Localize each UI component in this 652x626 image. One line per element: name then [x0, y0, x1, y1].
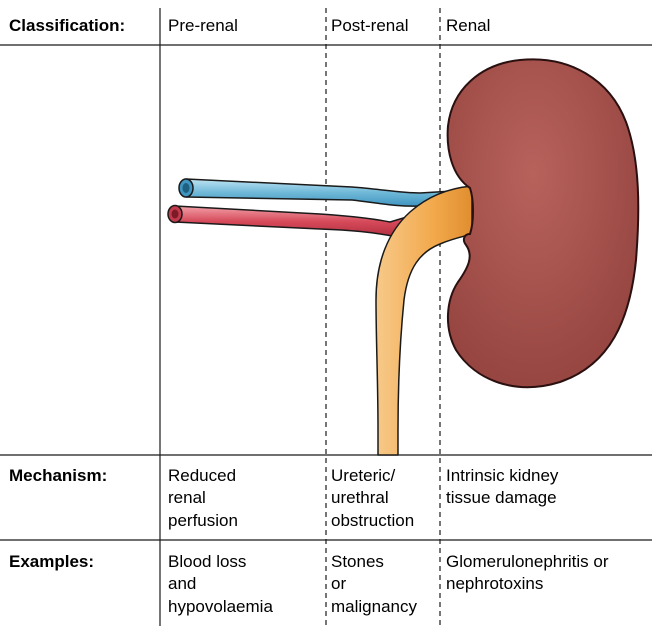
- examples-pre-renal: Blood loss and hypovolaemia: [168, 552, 273, 616]
- kidney: [448, 59, 639, 387]
- examples-post-renal: Stones or malignancy: [331, 552, 417, 616]
- column-header-post-renal: Post-renal: [331, 16, 408, 35]
- classification-label: Classification:: [9, 16, 125, 35]
- examples-renal: Glomerulonephritis or nephrotoxins: [446, 552, 613, 593]
- column-header-renal: Renal: [446, 16, 490, 35]
- examples-label: Examples:: [9, 552, 94, 571]
- mechanism-label: Mechanism:: [9, 466, 107, 485]
- mechanism-post-renal: Ureteric/ urethral obstruction: [331, 466, 414, 530]
- mechanism-pre-renal: Reduced renal perfusion: [168, 466, 241, 530]
- column-header-pre-renal: Pre-renal: [168, 16, 238, 35]
- mechanism-renal: Intrinsic kidney tissue damage: [446, 466, 563, 507]
